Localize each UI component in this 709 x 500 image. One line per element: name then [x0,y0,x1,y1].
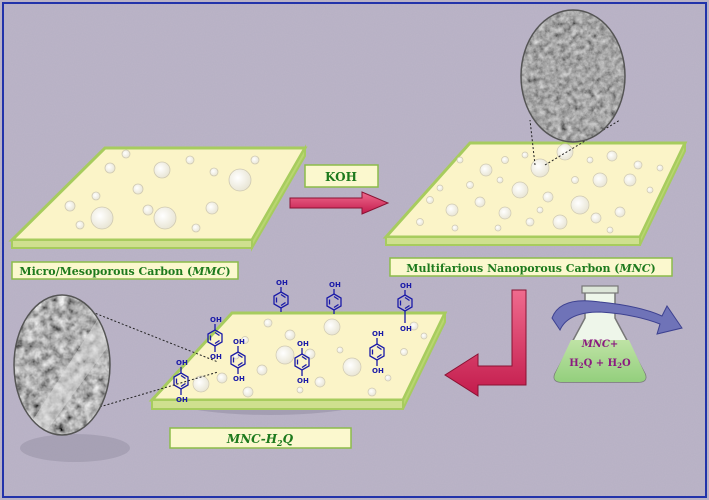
flask-text-mnc: MNC+ [581,339,619,350]
pink-arrow-down-left [444,289,527,397]
mnc-plate [382,141,688,246]
koh-step: KOH [289,164,390,215]
mmc-label-suffix: ) [225,265,230,278]
svg-text:Micro/Mesoporous Carbon (MMC): Micro/Mesoporous Carbon (MMC) [19,265,230,278]
svg-text:Multifarious Nanoporous Carbon: Multifarious Nanoporous Carbon (MNC) [406,262,655,275]
svg-text:OH: OH [176,359,188,367]
flask-text-reagents: H2Q + H2O [569,358,631,370]
svg-text:OH: OH [233,338,245,346]
svg-text:OH: OH [297,377,309,385]
svg-text:OH: OH [372,367,384,375]
svg-text:OH: OH [372,330,384,338]
mnc-label-suffix: ) [651,262,656,275]
svg-text:MNC-H2Q: MNC-H2Q [226,432,294,448]
final-label-sub: 2 [276,438,283,448]
mnc-h2q-label: MNC-H2Q [169,427,352,449]
final-label-main: MNC-H [226,432,278,446]
hydroquinone-molecule: OH OH [294,340,310,385]
svg-text:OH: OH [400,282,412,290]
svg-text:OH: OH [329,281,341,289]
mnc-label-abbr: MNC [619,262,651,275]
svg-text:OH: OH [210,353,222,361]
mmc-label-prefix: Micro/Mesoporous Carbon ( [19,265,192,278]
svg-text:OH: OH [233,375,245,383]
hydroquinone-molecule: OH [273,279,289,312]
svg-text:OH: OH [400,325,412,333]
hydroquinone-molecules: OH OH OH OH OH OH OH OH O [173,279,413,404]
hydroquinone-molecule: OH OH [173,359,189,404]
mmc-label: Micro/Mesoporous Carbon (MMC) [11,261,239,280]
flask-icon: MNC+ H2Q + H2O [553,285,647,383]
mmc-plate [8,144,308,252]
mmc-label-abbr: MMC [191,265,225,278]
curved-arrow-icon [551,300,683,335]
svg-text:OH: OH [297,340,309,348]
koh-label: KOH [325,170,357,184]
hydroquinone-molecule: OH OH [230,338,246,383]
hydroquinone-molecule: OH OH [397,282,413,333]
hydroquinone-molecule: OH OH [207,316,223,361]
svg-text:OH: OH [276,279,288,287]
mnc-label-prefix: Multifarious Nanoporous Carbon ( [406,262,619,275]
sem-image-top [520,9,626,166]
hydroquinone-molecule: OH OH [369,330,385,375]
mnc-label: Multifarious Nanoporous Carbon (MNC) [389,257,673,277]
sem-image-left [13,294,219,436]
svg-text:OH: OH [210,316,222,324]
final-label-end: Q [283,432,294,446]
svg-text:OH: OH [176,396,188,404]
pink-arrow-right [289,191,390,215]
hydroquinone-molecule: OH [326,281,342,314]
